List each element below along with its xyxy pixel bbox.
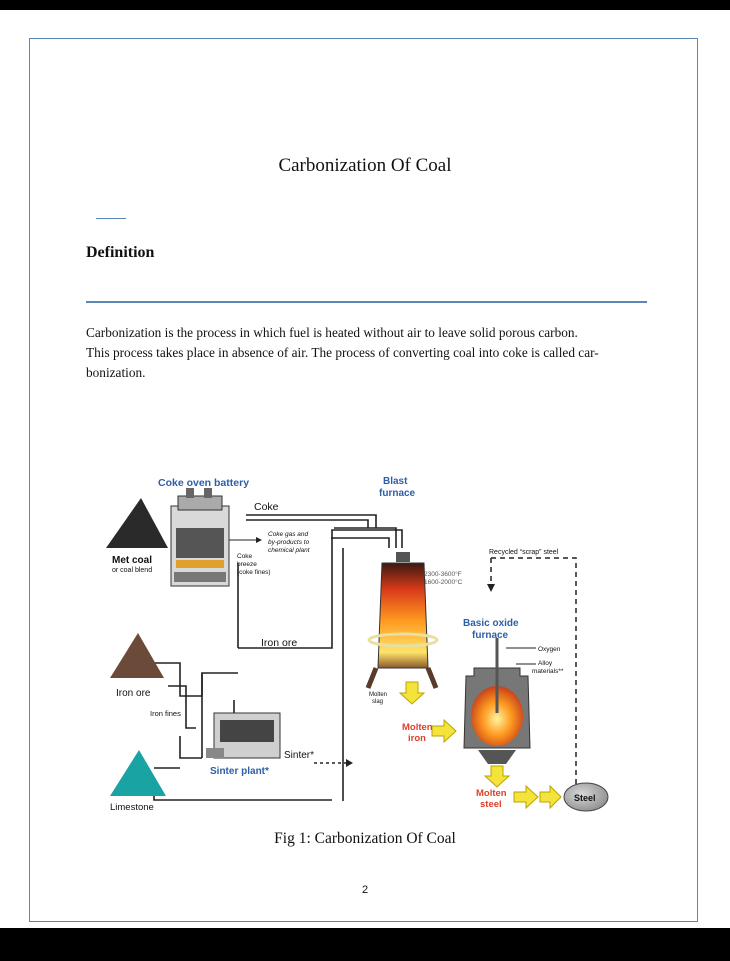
scrap-dashed-line <box>490 557 577 793</box>
slag-arrow <box>398 681 426 705</box>
gas-arrowhead <box>256 537 262 543</box>
label-iron-ore: Iron ore <box>261 637 297 649</box>
label-molten-slag: Molten <box>369 692 387 698</box>
limestone-pile <box>110 750 166 796</box>
met-coal-pile <box>106 498 168 548</box>
figure-caption: Fig 1: Carbonization Of Coal <box>274 830 456 847</box>
sinter-arrowhead <box>346 759 353 767</box>
label-iron-fines: Iron fines <box>150 709 181 718</box>
label-met-coal: Met coal <box>112 555 152 566</box>
page-number: 2 <box>361 884 369 896</box>
label-alloy: materials** <box>532 668 564 675</box>
flow-lines <box>153 514 403 801</box>
label-coke-gas: chemical plant <box>268 547 311 554</box>
molten-iron-arrow <box>431 718 457 744</box>
label-iron-ore: Iron ore <box>116 688 151 699</box>
steel-product <box>563 782 609 812</box>
label-oxygen: Oxygen <box>538 646 561 653</box>
scrap-arrowhead <box>487 584 495 592</box>
basic-oxide-furnace <box>463 638 531 764</box>
label-met-coal: or coal blend <box>112 567 152 574</box>
label-coke-breeze: (coke fines) <box>237 569 271 576</box>
label-coke-breeze: breeze <box>237 561 257 568</box>
paragraph-line: bonization. <box>86 365 146 380</box>
label-molten-iron: Molten <box>402 722 433 733</box>
label-basic-oxide-furnace: Basic oxide <box>463 618 519 629</box>
label-blast-furnace: furnace <box>379 488 416 499</box>
label-sinter-plant: Sinter plant* <box>210 766 269 777</box>
label-coke-gas: Coke gas and <box>268 531 308 538</box>
molten-steel-down-arrow <box>483 765 511 788</box>
label-coke: Coke <box>254 501 279 513</box>
page-border <box>29 38 698 922</box>
label-basic-oxide-furnace: furnace <box>472 630 509 641</box>
molten-steel-right-arrow <box>539 784 562 810</box>
label-coke-oven-battery: Coke oven battery <box>158 477 249 489</box>
paragraph-line: Carbonization is the process in which fu… <box>86 325 578 340</box>
document-title: Carbonization Of Coal <box>278 155 452 176</box>
coke-line <box>246 514 377 528</box>
label-limestone: Limestone <box>110 802 154 813</box>
iron-ore-pile <box>110 633 164 678</box>
definition-paragraph: Carbonization is the process in which fu… <box>86 323 651 383</box>
page: Carbonization Of Coal Definition Carboni… <box>0 10 730 928</box>
label-molten-slag: slag <box>372 699 383 705</box>
label-molten-steel: steel <box>480 799 502 810</box>
paragraph-line: This process takes place in absence of a… <box>86 345 599 360</box>
coke-oven-battery <box>170 488 230 587</box>
blast-furnace <box>365 552 439 689</box>
steelmaking-diagram: Coke oven battery Coke Blast furnace Cok… <box>106 476 609 813</box>
label-temperature: 1600-2000°C <box>424 578 463 586</box>
label-recycled-scrap: Recycled “scrap” steel <box>489 549 559 556</box>
coke-to-furnace <box>334 527 397 548</box>
label-molten-steel: Molten <box>476 788 507 799</box>
label-alloy: Alloy <box>538 660 553 667</box>
molten-steel-right-arrow <box>513 784 539 810</box>
label-coke-breeze: Coke <box>237 553 253 560</box>
label-steel: Steel <box>574 793 596 803</box>
sinter-plant <box>206 712 281 759</box>
short-divider <box>96 218 126 219</box>
iron-ore-line <box>238 529 403 649</box>
label-sinter: Sinter* <box>284 750 314 761</box>
label-coke-gas: by-products to <box>268 539 310 546</box>
label-molten-iron: iron <box>408 733 426 744</box>
label-temperature: 2300-3600°F <box>424 570 462 578</box>
heading-rule <box>86 301 647 303</box>
label-blast-furnace: Blast <box>383 476 408 487</box>
section-heading: Definition <box>86 244 155 261</box>
